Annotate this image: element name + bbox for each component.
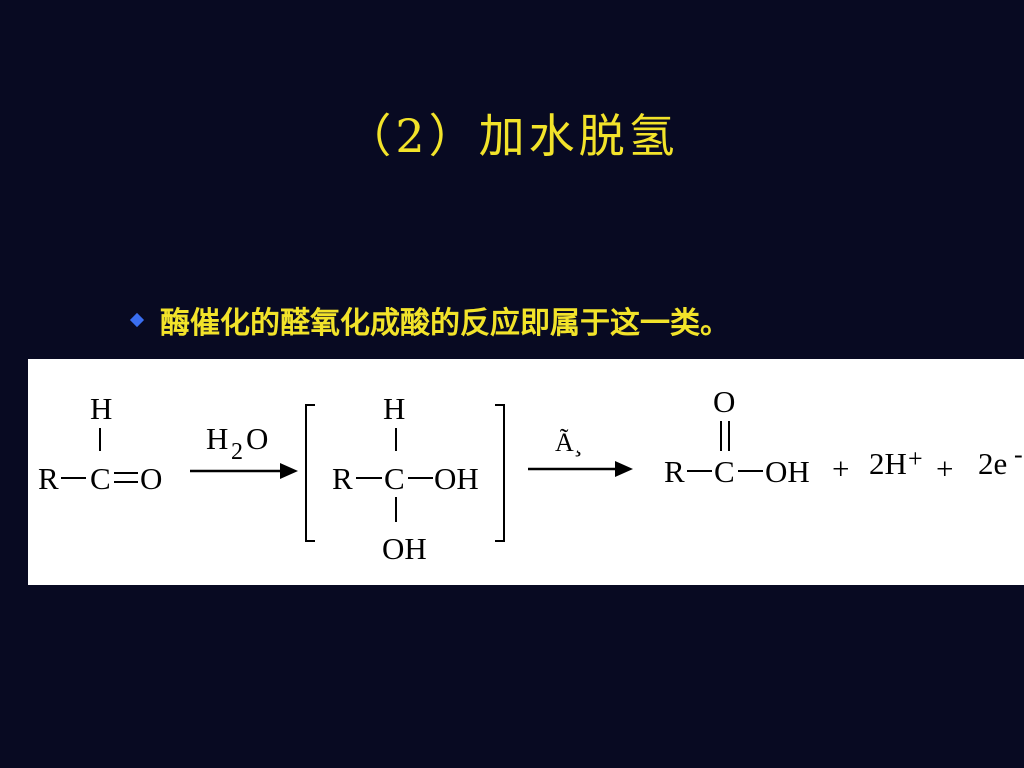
aldehyde-r: R (38, 461, 59, 496)
plus-sign-1: + (832, 451, 849, 486)
product-r: R (664, 454, 685, 489)
arrow-2-head (615, 461, 633, 477)
bracket-left (305, 404, 315, 542)
slide-title: （2）加水脱氢 (345, 109, 679, 163)
reagent-subscript: 2 (231, 439, 243, 465)
reagent-o: O (246, 421, 268, 456)
electron-charge: - (1014, 440, 1023, 469)
aldehyde-h: H (90, 391, 112, 426)
intermediate-h: H (383, 391, 405, 426)
electrons-text: 2e (978, 446, 1007, 481)
catalyst-label: Ã¸ (555, 428, 582, 457)
protons-text: 2H (869, 446, 907, 481)
intermediate-oh-bottom: OH (382, 531, 427, 566)
product-o: O (713, 384, 735, 419)
intermediate-r: R (332, 461, 353, 496)
arrow-1-head (280, 463, 298, 479)
plus-sign-2: + (936, 451, 953, 486)
bracket-right (495, 404, 505, 542)
intermediate-oh-right: OH (434, 461, 479, 496)
reagent-h: H (206, 421, 228, 456)
product-oh: OH (765, 454, 810, 489)
reaction-equation-panel: H R C O H 2 O H R C OH OH Ã¸ O (28, 359, 1024, 585)
bullet-item: 酶催化的醛氧化成酸的反应即属于这一类。 (129, 298, 730, 342)
diamond-bullet-icon (129, 312, 145, 328)
proton-charge: + (908, 444, 923, 473)
intermediate-c: C (384, 461, 405, 496)
product-c: C (714, 454, 735, 489)
reaction-equation-diagram: H R C O H 2 O H R C OH OH Ã¸ O (38, 384, 1023, 566)
aldehyde-c: C (90, 461, 111, 496)
bullet-text: 酶催化的醛氧化成酸的反应即属于这一类。 (160, 306, 730, 341)
aldehyde-o: O (140, 461, 162, 496)
